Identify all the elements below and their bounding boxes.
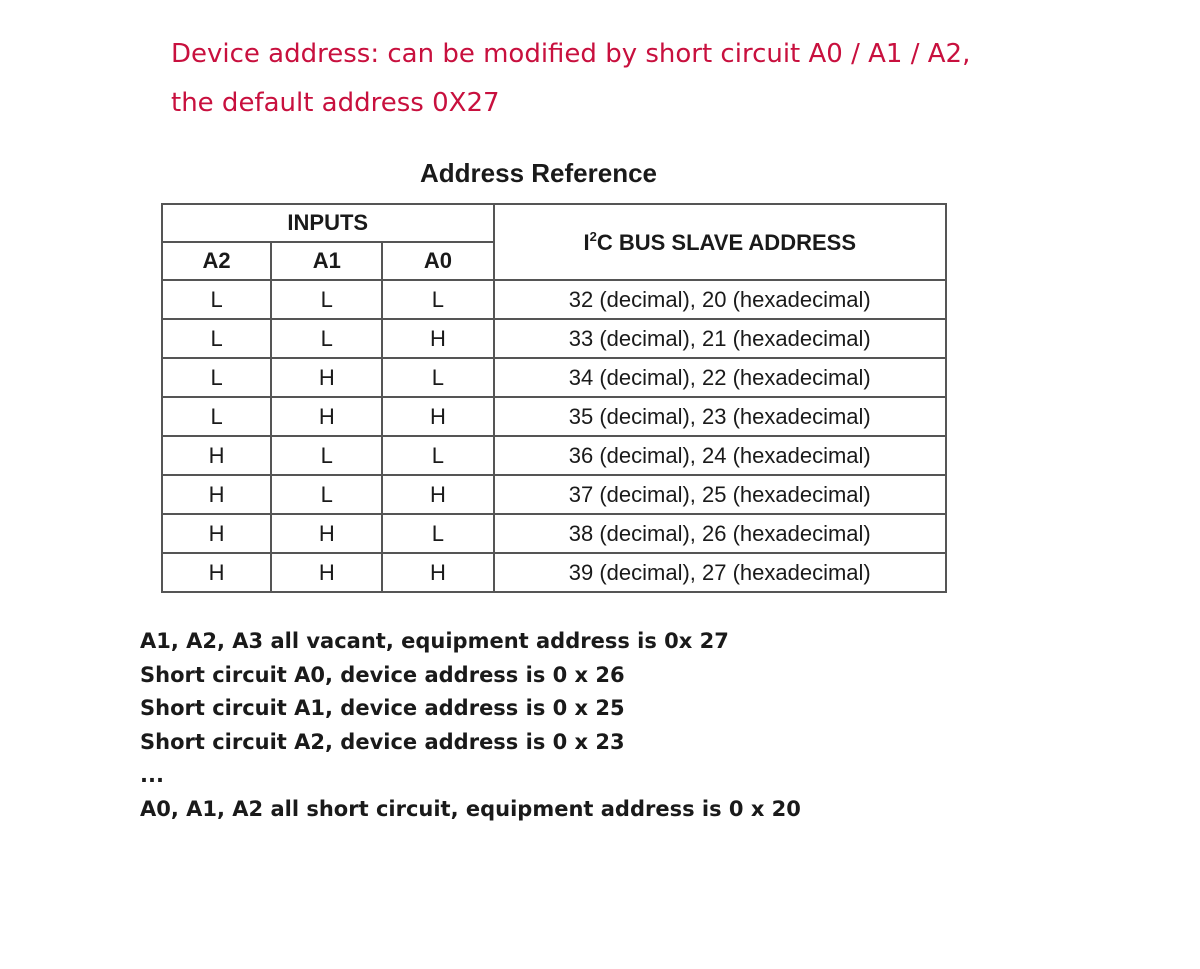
slave-address-header: I2C BUS SLAVE ADDRESS bbox=[492, 203, 947, 281]
note-line: A0, A1, A2 all short circuit, equipment … bbox=[140, 796, 801, 821]
cell-a2: H bbox=[160, 552, 273, 593]
cell-address: 34 (decimal), 22 (hexadecimal) bbox=[492, 357, 947, 398]
cell-a0: H bbox=[381, 474, 495, 515]
intro-line-1: Device address: can be modified by short… bbox=[171, 39, 971, 69]
cell-a0: L bbox=[381, 279, 495, 320]
cell-a2: H bbox=[160, 513, 273, 554]
note-line: Short circuit A2, device address is 0 x … bbox=[140, 729, 625, 754]
column-header-a2: A2 bbox=[160, 241, 273, 281]
cell-a1: H bbox=[270, 396, 384, 437]
cell-a2: L bbox=[160, 318, 273, 359]
cell-address: 38 (decimal), 26 (hexadecimal) bbox=[492, 513, 947, 554]
cell-a0: H bbox=[381, 396, 495, 437]
cell-a1: L bbox=[270, 435, 384, 476]
table-row: L L H 33 (decimal), 21 (hexadecimal) bbox=[160, 318, 947, 359]
table-row: L H L 34 (decimal), 22 (hexadecimal) bbox=[160, 357, 947, 398]
cell-address: 37 (decimal), 25 (hexadecimal) bbox=[492, 474, 947, 515]
intro-line-2: the default address 0X27 bbox=[171, 88, 500, 118]
address-reference-table: INPUTS I2C BUS SLAVE ADDRESS A2 A1 A0 L … bbox=[160, 203, 947, 593]
cell-a1: H bbox=[270, 513, 384, 554]
column-header-a1: A1 bbox=[270, 241, 384, 281]
cell-a2: L bbox=[160, 279, 273, 320]
cell-a0: L bbox=[381, 513, 495, 554]
table-row: H H L 38 (decimal), 26 (hexadecimal) bbox=[160, 513, 947, 554]
cell-address: 35 (decimal), 23 (hexadecimal) bbox=[492, 396, 947, 437]
cell-address: 36 (decimal), 24 (hexadecimal) bbox=[492, 435, 947, 476]
table-row: L L L 32 (decimal), 20 (hexadecimal) bbox=[160, 279, 947, 320]
note-line: A1, A2, A3 all vacant, equipment address… bbox=[140, 629, 729, 653]
cell-a1: L bbox=[270, 474, 384, 515]
note-line: Short circuit A1, device address is 0 x … bbox=[140, 696, 625, 720]
note-line: Short circuit A0, device address is 0 x … bbox=[140, 662, 625, 687]
cell-address: 32 (decimal), 20 (hexadecimal) bbox=[492, 279, 947, 320]
cell-a0: L bbox=[381, 357, 495, 398]
cell-a2: H bbox=[160, 435, 273, 476]
cell-a1: H bbox=[270, 552, 384, 593]
cell-a1: L bbox=[270, 279, 384, 320]
cell-a0: L bbox=[381, 435, 495, 476]
cell-a2: L bbox=[160, 357, 273, 398]
cell-a0: H bbox=[381, 552, 495, 593]
note-ellipsis: ... bbox=[140, 763, 164, 787]
table-row: L H H 35 (decimal), 23 (hexadecimal) bbox=[160, 396, 947, 437]
table-row: H L H 37 (decimal), 25 (hexadecimal) bbox=[160, 474, 947, 515]
cell-address: 39 (decimal), 27 (hexadecimal) bbox=[492, 552, 947, 593]
cell-a2: H bbox=[160, 474, 273, 515]
table-title: Address Reference bbox=[420, 158, 657, 188]
cell-a1: H bbox=[270, 357, 384, 398]
table-row: H L L 36 (decimal), 24 (hexadecimal) bbox=[160, 435, 947, 476]
address-notes: A1, A2, A3 all vacant, equipment address… bbox=[140, 625, 801, 826]
table-row: H H H 39 (decimal), 27 (hexadecimal) bbox=[160, 552, 947, 593]
slave-address-header-prefix: I bbox=[583, 229, 590, 255]
cell-a1: L bbox=[270, 318, 384, 359]
slave-address-header-rest: C BUS SLAVE ADDRESS bbox=[596, 229, 856, 255]
inputs-header: INPUTS bbox=[161, 203, 495, 243]
column-header-a0: A0 bbox=[381, 241, 495, 281]
cell-a2: L bbox=[160, 396, 273, 437]
intro-text: Device address: can be modified by short… bbox=[171, 30, 1131, 128]
cell-address: 33 (decimal), 21 (hexadecimal) bbox=[492, 318, 947, 359]
slave-address-header-superscript: 2 bbox=[589, 228, 597, 244]
cell-a0: H bbox=[381, 318, 495, 359]
